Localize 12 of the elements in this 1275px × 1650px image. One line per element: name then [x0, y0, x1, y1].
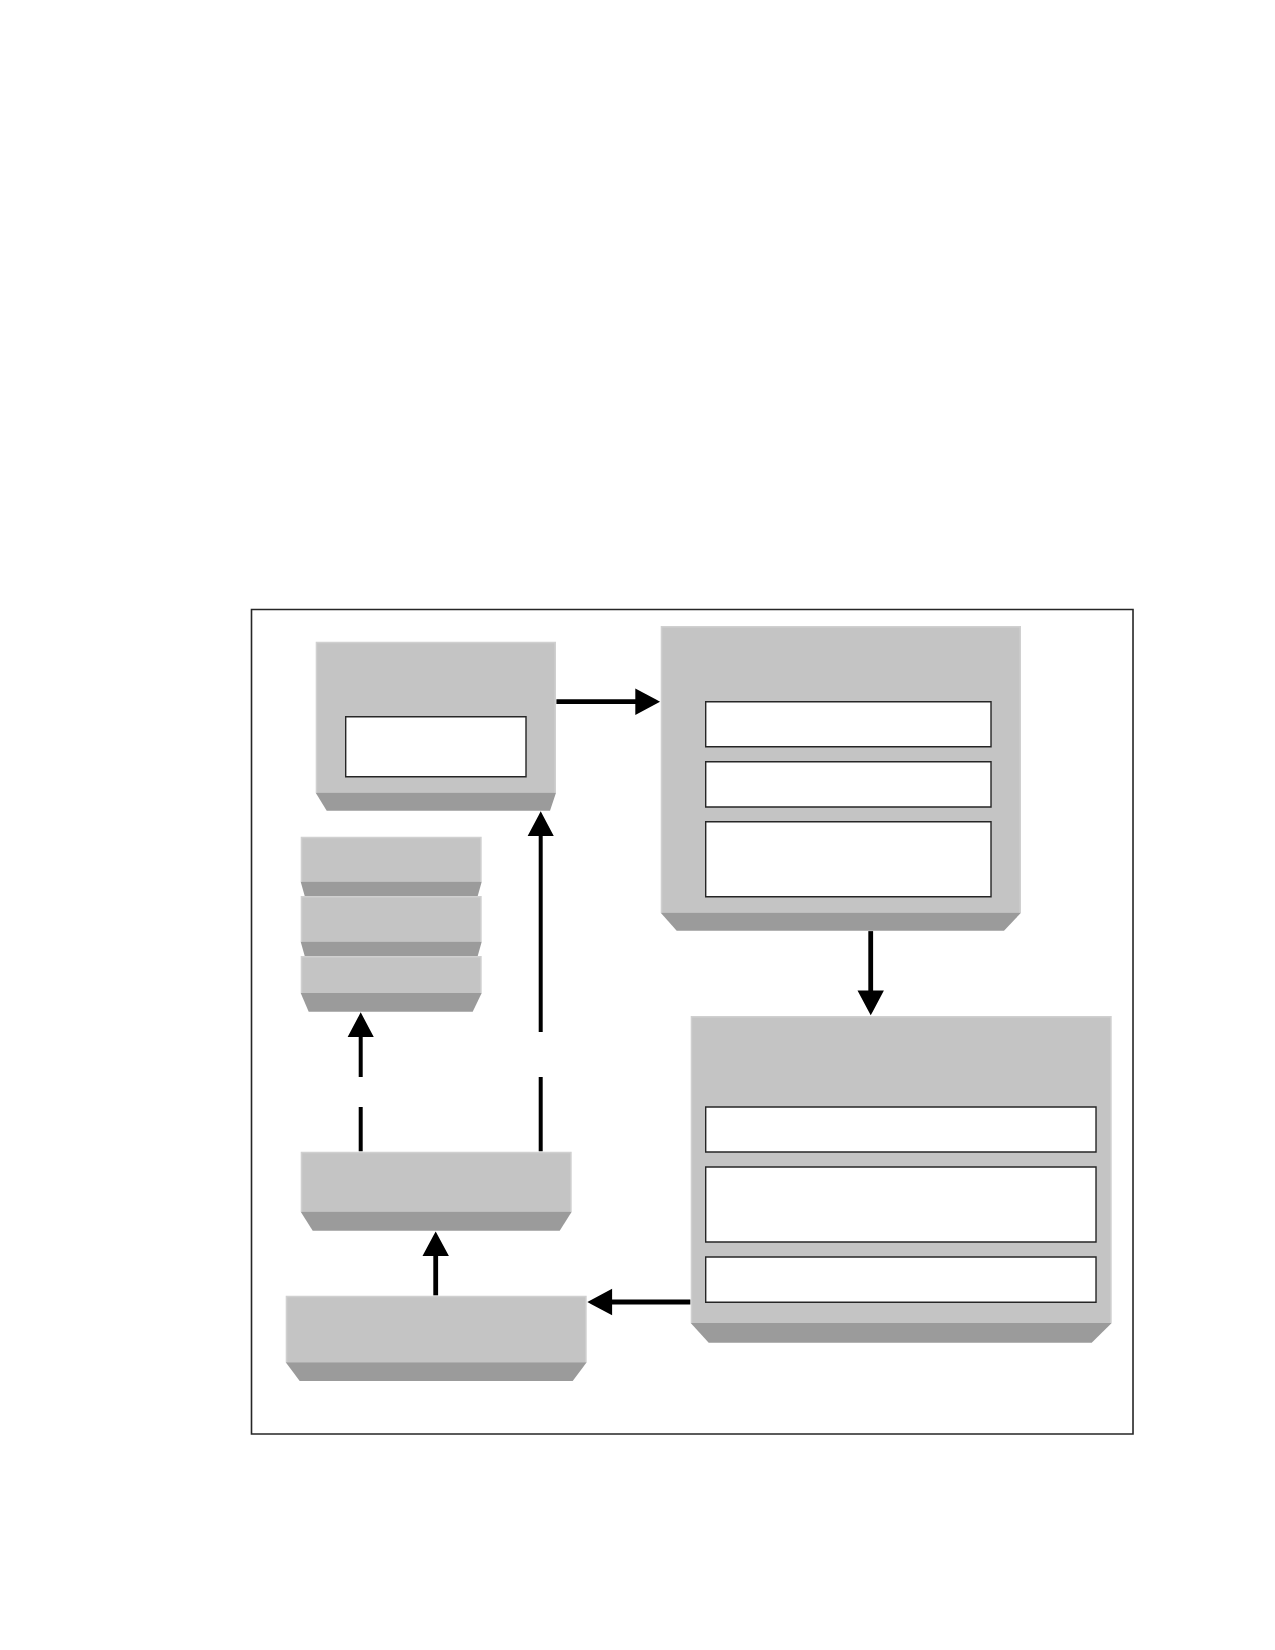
stacked-box	[300, 896, 482, 956]
inner-box	[705, 1166, 1097, 1243]
inner-box	[345, 716, 527, 778]
inner-box	[705, 761, 992, 808]
inner-box	[705, 1256, 1097, 1303]
stacked-box	[300, 836, 482, 896]
inner-box	[705, 1106, 1097, 1153]
stacked-box	[300, 956, 482, 1012]
process-box	[285, 1295, 587, 1381]
process-box	[300, 1151, 572, 1231]
inner-box	[705, 821, 992, 898]
inner-box	[705, 701, 992, 748]
